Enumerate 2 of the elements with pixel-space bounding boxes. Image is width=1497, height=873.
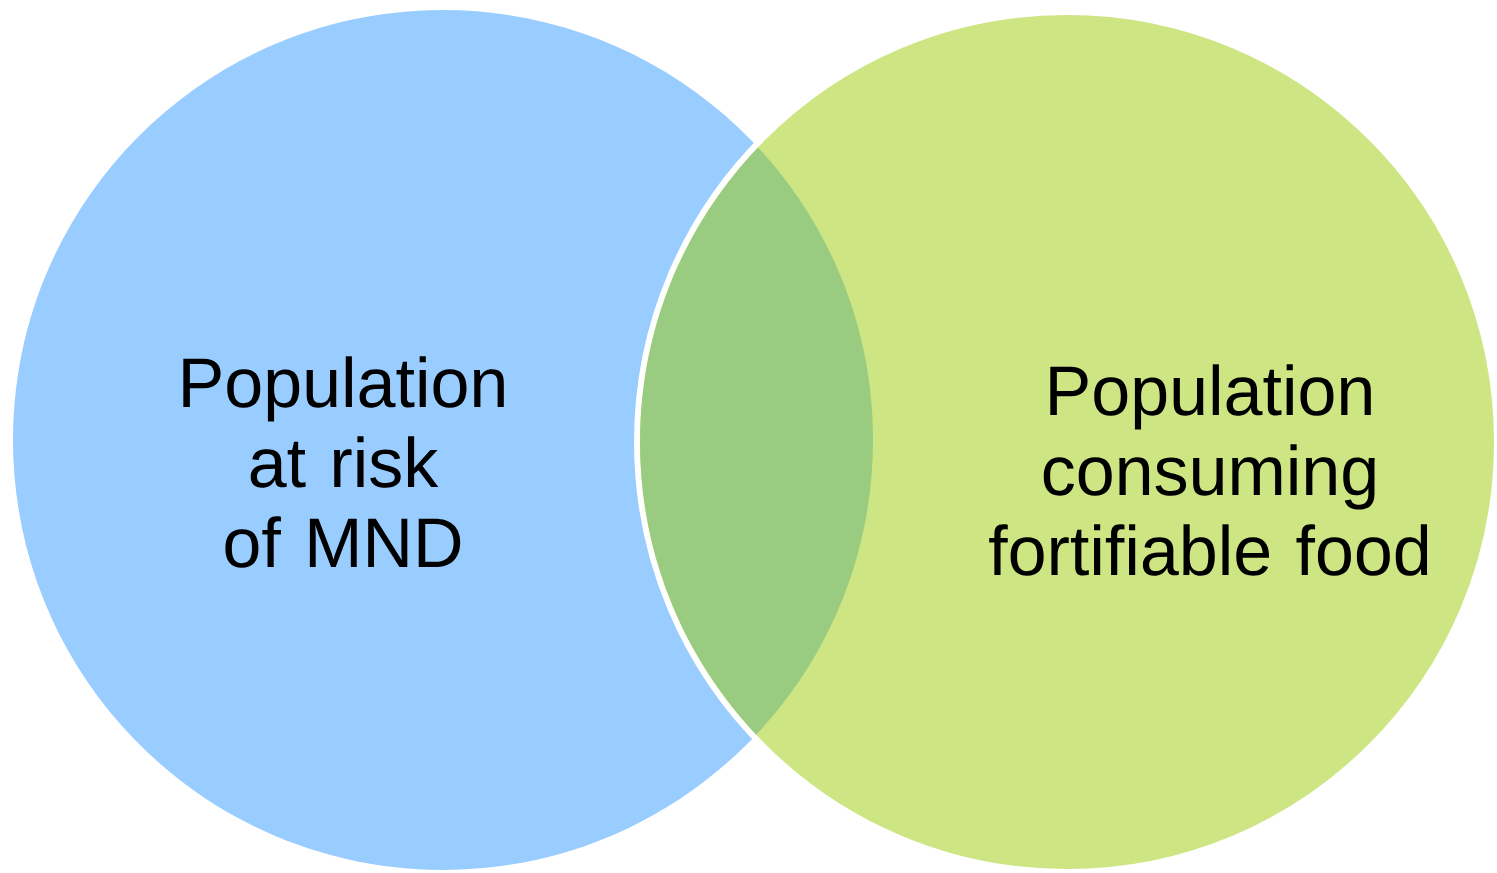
- circle-label: Population consuming fortifiable food: [989, 364, 1428, 576]
- circle-label: Population at risk of MND: [183, 356, 504, 568]
